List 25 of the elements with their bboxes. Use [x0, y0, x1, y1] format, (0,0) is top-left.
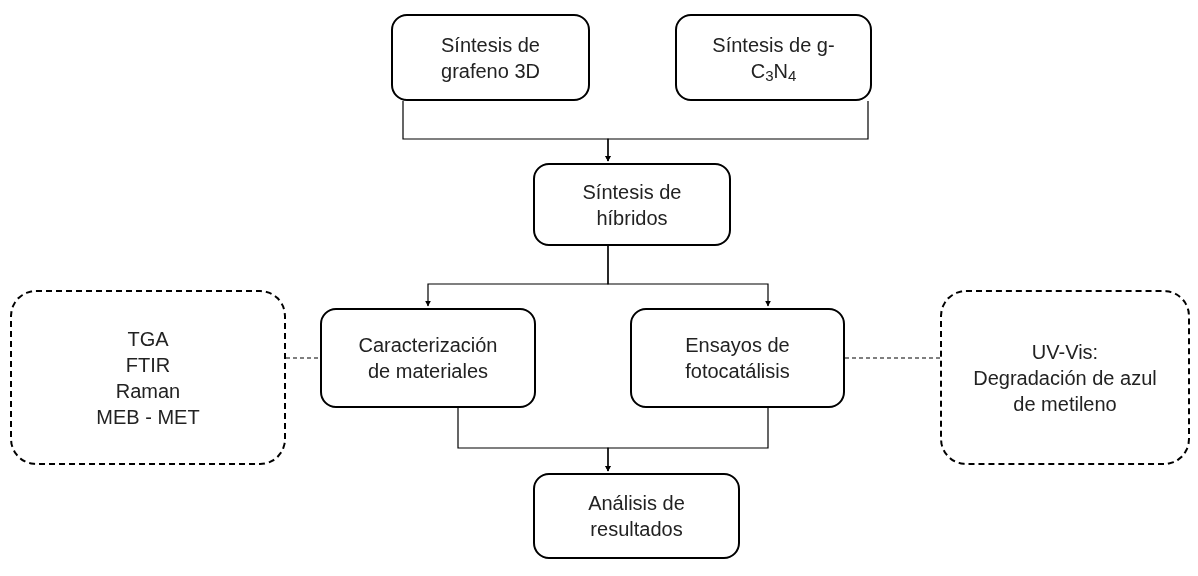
- process-box: [630, 308, 845, 408]
- process-box: [533, 163, 731, 246]
- process-box: [391, 14, 590, 101]
- box-text: Caracterización de materiales: [357, 333, 499, 384]
- connector-line: [285, 357, 321, 359]
- box-text: Degradación de azul de metileno: [972, 365, 1158, 417]
- box-text: Síntesis de híbridos: [581, 179, 683, 231]
- box-text: MEB - MET: [96, 404, 200, 430]
- connector-line: [844, 357, 941, 359]
- arrow: [607, 245, 771, 307]
- process-box: [675, 14, 872, 101]
- box-text: Síntesis de grafeno 3D: [440, 32, 541, 84]
- box-text: UV-Vis:: [1031, 339, 1099, 365]
- process-box: [533, 473, 740, 559]
- box-text: Análisis de resultados: [587, 491, 686, 542]
- box-text: Ensayos de fotocatálisis: [684, 333, 791, 384]
- box-text: Síntesis de g-C$_{3}$N$_{4}$: [711, 32, 836, 84]
- box-text: Raman: [115, 378, 181, 404]
- arrow: [605, 100, 869, 162]
- box-text: TGA: [127, 326, 169, 352]
- process-box: [320, 308, 536, 408]
- dashed-box: [940, 290, 1190, 465]
- dashed-box: [10, 290, 286, 465]
- arrow: [605, 407, 769, 472]
- box-text: FTIR: [125, 352, 171, 378]
